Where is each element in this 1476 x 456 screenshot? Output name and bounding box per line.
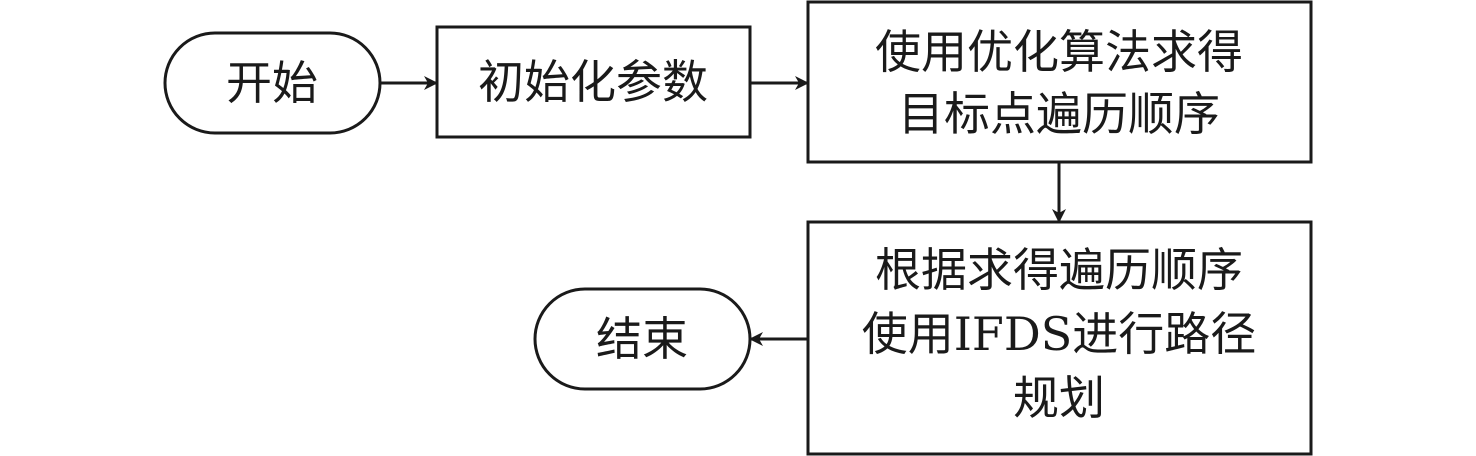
optimize-label-line-1: 使用优化算法求得 (875, 25, 1243, 79)
optimize-label-line-2: 目标点遍历顺序 (898, 87, 1220, 141)
init-params-node: 初始化参数 (435, 25, 752, 139)
plan-label-line-2: 使用IFDS进行路径 (862, 307, 1256, 361)
init-params-label: 初始化参数 (478, 55, 708, 109)
optimize-node: 使用优化算法求得 目标点遍历顺序 (806, 0, 1313, 164)
end-label: 结束 (596, 312, 688, 366)
end-node: 结束 (533, 287, 752, 391)
plan-label-line-3: 规划 (1013, 371, 1105, 425)
start-node: 开始 (163, 31, 382, 135)
plan-label-line-1: 根据求得遍历顺序 (875, 243, 1243, 297)
start-label: 开始 (226, 56, 318, 110)
plan-node: 根据求得遍历顺序 使用IFDS进行路径 规划 (806, 220, 1313, 456)
